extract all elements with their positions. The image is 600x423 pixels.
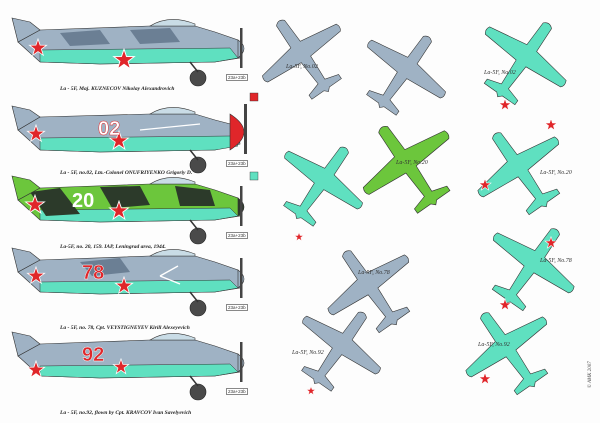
underside-view-92: [443, 285, 574, 415]
side-caption-1: La - 5F, Maj. KUZNECOV Nikolay Alexandro…: [60, 86, 175, 92]
stencil-tag-2: 23a+23b: [226, 160, 248, 167]
underside-label-02: La-5F, No.02: [484, 70, 516, 76]
underside-label-78: La-5F, No.78: [540, 258, 572, 264]
stencil-tag-3: 23a+23b: [226, 232, 248, 239]
side-caption-3: La-5F, no. 20, 159. IAP, Leningrad area,…: [60, 244, 166, 250]
copyright-text: © AMK 2007: [588, 361, 593, 388]
side-caption-5: La - 5F, no.92, flown by Cpt. KRAVCOV Iv…: [60, 410, 192, 416]
side-code-78: 78: [82, 262, 105, 284]
plan-view-20-top: [339, 97, 478, 235]
stencil-tag-4: 23a+23b: [226, 304, 248, 311]
plan-label-20: La-5F, No.20: [396, 160, 428, 166]
side-code-20: 20: [72, 190, 95, 212]
stencil-tag-5: 23a+23b: [226, 388, 248, 395]
side-caption-4: La - 5F, no. 78, Cpt. VEYSTIGNEYEV Kiril…: [60, 325, 190, 331]
underside-label-20: La-5F, No.20: [540, 170, 572, 176]
side-profile-2: [11, 92, 259, 174]
side-code-02: 02: [98, 118, 121, 141]
side-profile-3: [11, 171, 259, 245]
plan-label-78: La-5F, No.78: [358, 270, 390, 276]
plan-view-02-top-b: [341, 10, 468, 135]
plan-view-02-top: [240, 0, 367, 119]
side-code-92: 92: [82, 344, 105, 366]
side-profile-5: [11, 331, 245, 401]
underside-view-78: [466, 201, 597, 331]
side-caption-2: La - 5F, no.02, Ltn.-Colonel ONUFRIYENKO…: [60, 170, 193, 176]
stencil-tag-1: 23a+23b: [226, 74, 248, 81]
side-profile-4: [11, 247, 245, 317]
plan-label-92: La-5F, No.92: [292, 350, 324, 356]
underside-label-92: La-5F, No.92: [478, 342, 510, 348]
plan-label-02: La-5F, No.02: [286, 64, 318, 70]
plan-view-02-under: [258, 121, 385, 246]
side-profile-1: [11, 17, 245, 87]
underside-view-02: [458, 0, 589, 125]
